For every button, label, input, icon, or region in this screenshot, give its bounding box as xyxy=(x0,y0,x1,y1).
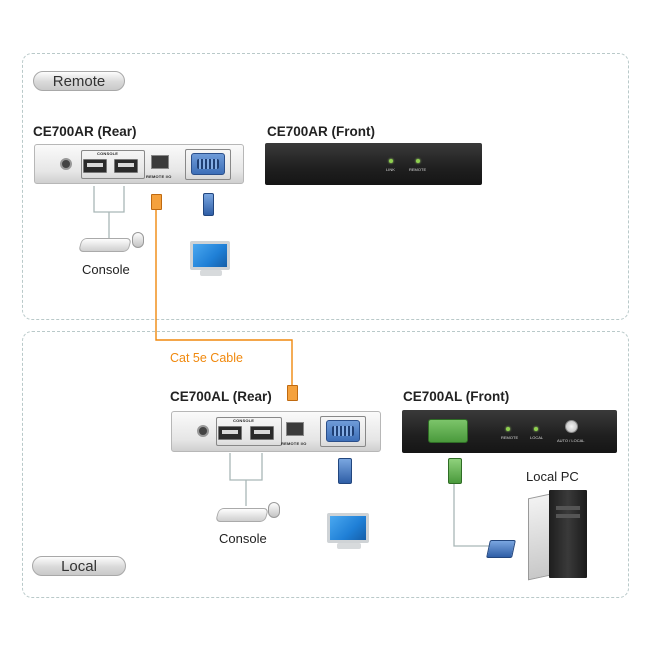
led-indicator xyxy=(534,427,538,431)
mouse-icon xyxy=(132,232,144,248)
remote-rear-title: CE700AR (Rear) xyxy=(33,124,137,139)
led-label: REMOTE xyxy=(409,167,427,172)
console-port-group xyxy=(81,150,145,179)
local-front-title: CE700AL (Front) xyxy=(403,389,510,404)
remote-section-label: Remote xyxy=(33,71,125,91)
rj45-plug xyxy=(151,194,162,210)
vga-port xyxy=(428,419,468,443)
power-jack xyxy=(60,158,72,170)
usb-port xyxy=(250,426,274,440)
pc-tower-icon xyxy=(528,490,588,581)
led-label: LINK xyxy=(386,167,395,172)
auto-local-button[interactable] xyxy=(565,420,578,433)
remote-io-port-label: REMOTE I/O xyxy=(281,441,307,446)
vga-port xyxy=(326,420,360,442)
keyboard-icon xyxy=(78,238,132,252)
local-region xyxy=(22,331,629,598)
remote-console-label: Console xyxy=(82,262,130,277)
led-indicator xyxy=(416,159,420,163)
local-console-wire xyxy=(229,453,263,506)
monitor-stand xyxy=(200,270,222,276)
remote-rear-unit: CONSOLE REMOTE I/O xyxy=(34,144,244,184)
usb-port xyxy=(218,426,242,440)
power-jack xyxy=(197,425,209,437)
remote-front-unit: LINK REMOTE xyxy=(265,143,482,185)
vga-port xyxy=(191,153,225,175)
led-label: LOCAL xyxy=(530,435,544,440)
console-port-group xyxy=(216,417,282,446)
vga-port-group xyxy=(185,149,231,180)
rj45-port xyxy=(151,155,169,169)
keyboard-icon xyxy=(215,508,269,522)
remote-io-port-label: REMOTE I/O xyxy=(146,174,172,179)
console-port-label: CONSOLE xyxy=(233,418,255,423)
local-rear-title: CE700AL (Rear) xyxy=(170,389,272,404)
vga-plug xyxy=(203,193,214,216)
led-label: REMOTE xyxy=(501,435,519,440)
usb-port xyxy=(83,159,107,173)
rj45-port xyxy=(286,422,304,436)
local-pc-label: Local PC xyxy=(526,469,579,484)
vga-port-group xyxy=(320,416,366,447)
monitor-icon xyxy=(327,513,369,543)
usb-port xyxy=(114,159,138,173)
local-rear-unit: CONSOLE REMOTE I/O xyxy=(171,411,381,452)
monitor-icon xyxy=(190,241,230,270)
remote-console-wire xyxy=(93,186,125,238)
rj45-plug xyxy=(287,385,298,401)
local-console-label: Console xyxy=(219,531,267,546)
mouse-icon xyxy=(268,502,280,518)
console-port-label: CONSOLE xyxy=(97,151,119,156)
vga-plug xyxy=(338,458,352,484)
local-section-label: Local xyxy=(32,556,126,576)
remote-front-title: CE700AR (Front) xyxy=(267,124,376,139)
led-indicator xyxy=(389,159,393,163)
auto-local-button-label: AUTO / LOCAL xyxy=(557,438,585,443)
vga-plug xyxy=(448,458,462,484)
led-indicator xyxy=(506,427,510,431)
cat5e-cable xyxy=(155,206,293,388)
monitor-stand xyxy=(337,543,361,549)
cable-label: Cat 5e Cable xyxy=(170,351,243,365)
vga-plug xyxy=(486,540,516,558)
remote-region xyxy=(22,53,629,320)
local-pc-wire xyxy=(453,484,490,547)
local-front-unit: REMOTE LOCAL AUTO / LOCAL xyxy=(402,410,617,453)
